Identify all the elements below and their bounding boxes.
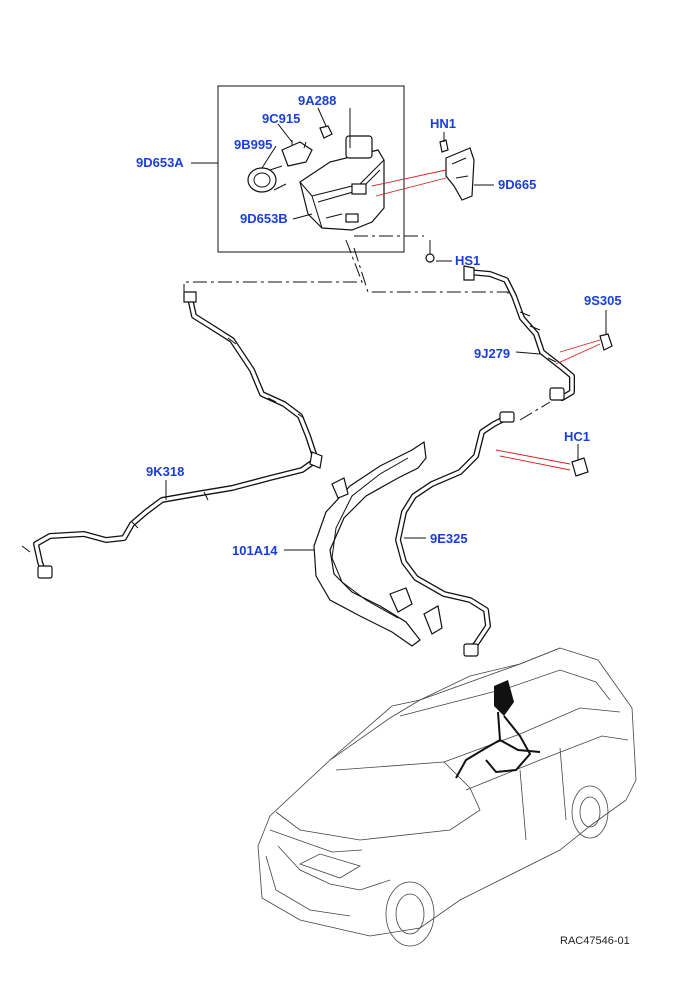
hose-9E325 bbox=[395, 411, 515, 657]
hose-9J279 bbox=[463, 265, 575, 401]
valve-9C915 bbox=[281, 140, 313, 167]
clip-9A288 bbox=[319, 125, 333, 139]
vehicle-illustration bbox=[257, 647, 637, 947]
label-9A288: 9A288 bbox=[298, 93, 336, 108]
bracket-9D665 bbox=[439, 139, 475, 201]
canister-detail-box bbox=[217, 85, 405, 253]
label-9D665: 9D665 bbox=[498, 177, 536, 192]
hose-9K318 bbox=[21, 291, 323, 579]
label-HN1: HN1 bbox=[430, 116, 456, 131]
label-9K318: 9K318 bbox=[146, 464, 184, 479]
label-101A14: 101A14 bbox=[232, 543, 278, 558]
label-9C915: 9C915 bbox=[262, 111, 300, 126]
routing-line-right bbox=[353, 235, 509, 294]
label-HC1: HC1 bbox=[564, 429, 590, 444]
clip-9S305 bbox=[599, 333, 613, 351]
clip-HC1 bbox=[571, 457, 589, 477]
label-HS1: HS1 bbox=[455, 253, 480, 268]
label-9S305: 9S305 bbox=[584, 293, 622, 308]
label-9E325: 9E325 bbox=[430, 531, 468, 546]
reference-code: RAC47546-01 bbox=[560, 935, 630, 947]
trim-101A14 bbox=[313, 440, 443, 647]
label-9D653A: 9D653A bbox=[136, 155, 184, 170]
filter-9B995 bbox=[247, 165, 287, 193]
canister-9D653B bbox=[299, 135, 385, 231]
routing-line-left bbox=[183, 239, 363, 296]
label-9J279: 9J279 bbox=[474, 346, 510, 361]
label-9B995: 9B995 bbox=[234, 137, 272, 152]
label-9D653B: 9D653B bbox=[240, 211, 288, 226]
stud-HS1 bbox=[425, 240, 435, 263]
